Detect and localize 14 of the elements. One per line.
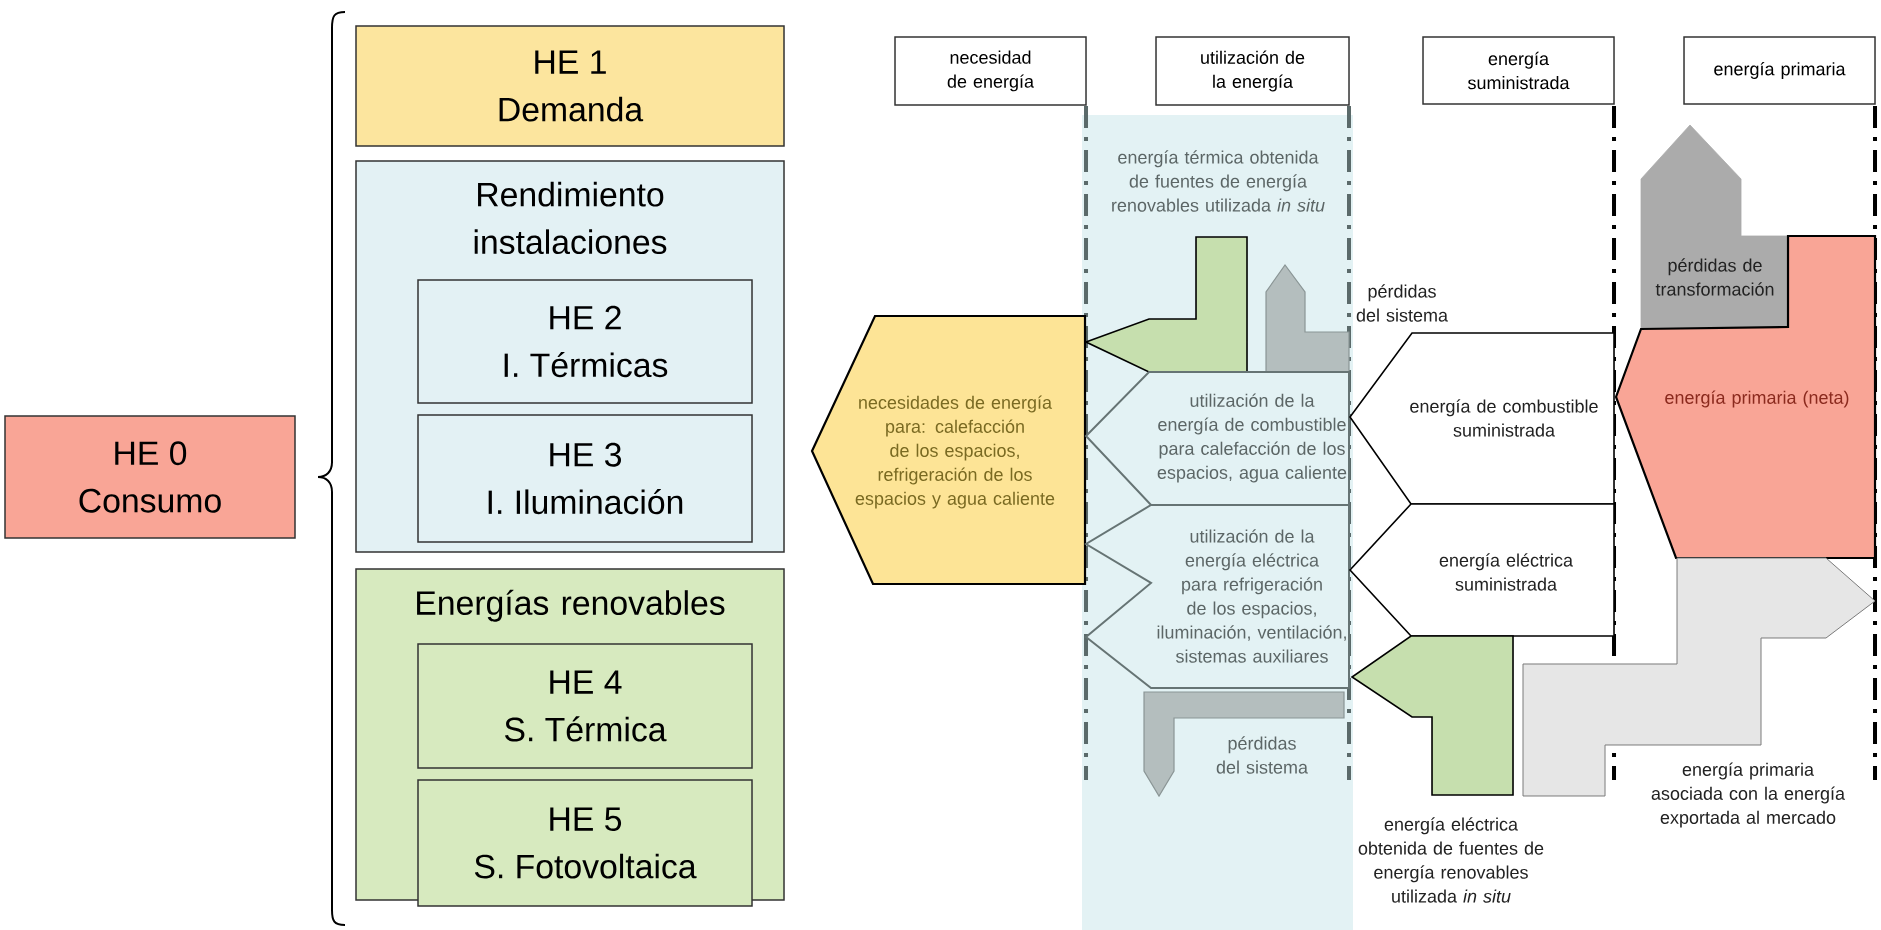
requirement-box: HE 4 S. Térmica	[417, 643, 753, 769]
requirement-box: HE 5 S. Fotovoltaica	[417, 779, 753, 907]
requirement-box: HE 0 Consumo	[4, 415, 296, 539]
requirement-box: HE 1 Demanda	[355, 25, 785, 147]
node-label: exportada al mercado	[1660, 810, 1836, 828]
column-header: utilización de la energía	[1155, 36, 1350, 106]
node-label: pérdidas del sistema	[1356, 284, 1448, 322]
column-header: necesidad de energía	[894, 36, 1087, 106]
column-header: energía suministrada	[1422, 36, 1615, 105]
requirement-box: HE 3 I. Iluminación	[417, 414, 753, 543]
node-label: energía eléctrica obtenida de fuentes de energía renovables utilizada in situ	[1358, 817, 1544, 903]
column-header: energía primaria	[1683, 36, 1876, 105]
requirement-box: HE 2 I. Térmicas	[417, 279, 753, 404]
node-label: energía térmica obtenida de fuentes de energía renovables utilizada in situ	[1112, 150, 1325, 212]
